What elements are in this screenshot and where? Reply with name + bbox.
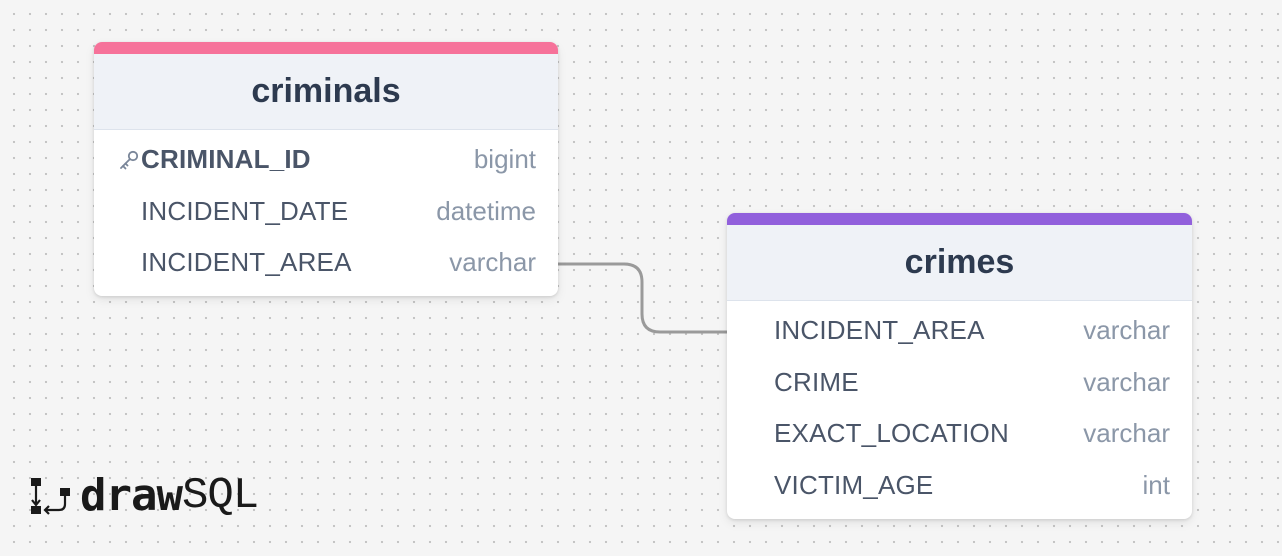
column-row[interactable]: EXACT_LOCATION varchar (727, 408, 1192, 460)
relationship-path[interactable] (558, 262, 727, 334)
logo-text-draw: draw (80, 470, 183, 521)
column-name: CRIMINAL_ID (141, 144, 311, 175)
key-slot (94, 148, 141, 172)
column-name: VICTIM_AGE (774, 469, 934, 500)
column-row[interactable]: INCIDENT_AREA varchar (727, 305, 1192, 357)
column-type: int (1142, 469, 1170, 500)
table-title: criminals (251, 72, 401, 110)
column-name: CRIME (774, 366, 859, 397)
column-name: INCIDENT_AREA (141, 247, 352, 278)
column-row[interactable]: INCIDENT_AREA varchar (94, 237, 558, 289)
column-list: INCIDENT_AREA varchar CRIME varchar EXAC… (727, 301, 1192, 511)
column-row[interactable]: INCIDENT_DATE datetime (94, 186, 558, 238)
table-accent-bar (94, 42, 558, 54)
column-name: EXACT_LOCATION (774, 418, 1009, 449)
column-name: INCIDENT_DATE (141, 195, 349, 226)
column-type: varchar (1083, 366, 1170, 397)
drawsql-logo-icon (31, 477, 70, 515)
column-type: varchar (1083, 315, 1170, 346)
column-type: bigint (473, 144, 536, 175)
column-type: varchar (1083, 418, 1170, 449)
column-list: CRIMINAL_ID bigint INCIDENT_DATE datetim… (94, 130, 558, 289)
column-row[interactable]: CRIMINAL_ID bigint (94, 134, 558, 186)
table-accent-bar (727, 213, 1192, 225)
column-type: varchar (449, 247, 536, 278)
table-header[interactable]: criminals (94, 54, 558, 130)
column-name: INCIDENT_AREA (774, 315, 985, 346)
logo-text-sql: SQL (181, 470, 259, 521)
key-icon (117, 148, 141, 172)
table-crimes[interactable]: crimes INCIDENT_AREA varchar CRIME varch… (727, 213, 1192, 519)
column-row[interactable]: VICTIM_AGE int (727, 460, 1192, 512)
table-criminals[interactable]: criminals CRIMINAL_ID bigint INCIDENT_DA… (94, 42, 558, 296)
table-title: crimes (904, 243, 1015, 281)
column-type: datetime (436, 195, 536, 226)
column-row[interactable]: CRIME varchar (727, 357, 1192, 409)
table-header[interactable]: crimes (727, 225, 1192, 301)
